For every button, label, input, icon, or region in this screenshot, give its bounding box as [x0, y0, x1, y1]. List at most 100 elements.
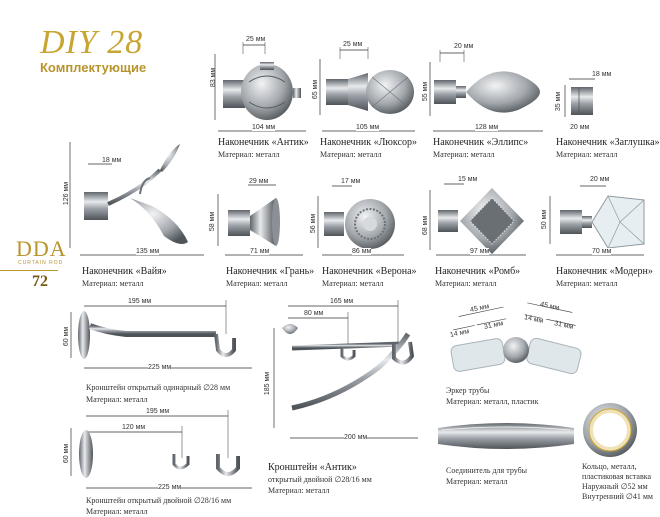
- lyuksor-material: Материал: металл: [320, 150, 382, 159]
- vaiya-length-dim: 135 мм: [136, 248, 160, 255]
- vaiya-caption: Наконечник «Вайя»: [82, 266, 167, 277]
- ellips-caption: Наконечник «Эллипс»: [433, 137, 529, 148]
- ring-caption: Кольцо, металл,: [582, 462, 637, 471]
- page-divider: [0, 270, 58, 271]
- verona-length-line: [322, 254, 404, 256]
- gran-length-dim: 71 мм: [250, 248, 270, 255]
- romb-length-dim: 97 мм: [470, 248, 490, 255]
- vaiya-length-line: [80, 254, 204, 256]
- bracket-single-image: [70, 300, 252, 369]
- bracket-single-bottom-dim: 225 мм: [148, 364, 172, 371]
- page-number: 72: [32, 273, 48, 290]
- ellips-material: Материал: металл: [433, 150, 495, 159]
- bracket-double-top-dim: 195 мм: [146, 408, 170, 415]
- modern-material: Материал: металл: [556, 279, 618, 288]
- bracket-double-material: Материал: металл: [86, 507, 148, 516]
- gran-height-dim: 58 мм: [209, 211, 217, 232]
- bracket-single-caption: Кронштейн открытый одинарный ∅28 мм: [86, 383, 231, 392]
- verona-finial-image: [317, 185, 395, 249]
- romb-width-dim: 15 мм: [458, 176, 478, 183]
- romb-finial-image: [429, 183, 524, 254]
- antik-length-dim: 104 мм: [252, 124, 276, 131]
- ellips-length-dim: 128 мм: [475, 124, 499, 131]
- bracket-double-bottom-dim: 225 мм: [158, 484, 182, 491]
- gran-caption: Наконечник «Грань»: [226, 266, 315, 277]
- bracket-antik-caption: Кронштейн «Антик»: [268, 462, 357, 473]
- brand-tagline: CURTAIN ROD: [18, 260, 64, 266]
- bracket-double-mid-dim: 120 мм: [122, 424, 146, 431]
- zaglushka-finial-image: [564, 78, 595, 117]
- ring-inner-diameter: Внутренний ∅41 мм: [582, 492, 653, 501]
- brand-logo: DDA: [16, 236, 67, 261]
- antik-height-dim: 83 мм: [210, 67, 218, 88]
- vaiya-width-dim: 18 мм: [102, 157, 122, 164]
- verona-material: Материал: металл: [322, 279, 384, 288]
- romb-material: Материал: металл: [435, 279, 497, 288]
- romb-caption: Наконечник «Ромб»: [435, 266, 521, 277]
- modern-height-dim: 50 мм: [541, 209, 549, 230]
- lyuksor-height-dim: 65 мм: [312, 79, 320, 100]
- lyuksor-finial-image: [319, 47, 414, 115]
- bracket-single-height-dim: 60 мм: [63, 326, 71, 347]
- verona-length-dim: 86 мм: [352, 248, 372, 255]
- connector-material: Материал: металл: [446, 477, 508, 486]
- bracket-antik-mid-dim: 80 мм: [304, 310, 324, 317]
- vaiya-finial-image: [69, 142, 188, 248]
- lyuksor-width-dim: 25 мм: [343, 41, 363, 48]
- zaglushka-material: Материал: металл: [556, 150, 618, 159]
- ring-caption2: пластиковая вставка: [582, 472, 652, 481]
- bracket-antik-height-dim: 185 мм: [264, 371, 272, 396]
- zaglushka-caption: Наконечник «Заглушка»: [556, 137, 660, 148]
- lyuksor-caption: Наконечник «Люксор»: [320, 137, 417, 148]
- modern-width-dim: 20 мм: [590, 176, 610, 183]
- gran-length-line: [225, 254, 303, 256]
- erker-caption: Эркер трубы: [446, 386, 490, 395]
- bracket-single-material: Материал: металл: [86, 395, 148, 404]
- vaiya-height-dim: 126 мм: [63, 181, 71, 206]
- modern-length-dim: 70 мм: [592, 248, 612, 255]
- ellips-finial-image: [429, 50, 540, 116]
- zaglushka-length-dim: 20 мм: [570, 124, 590, 131]
- bracket-antik-material: Материал: металл: [268, 486, 330, 495]
- ring-image: [583, 403, 637, 457]
- bracket-antik-top-dim: 165 мм: [330, 298, 354, 305]
- bracket-double-image: [70, 410, 252, 489]
- lyuksor-length-dim: 105 мм: [356, 124, 380, 131]
- zaglushka-height-dim: 35 мм: [555, 91, 563, 112]
- ring-outer-diameter: Наружный ∅52 мм: [582, 482, 648, 491]
- verona-width-dim: 17 мм: [341, 178, 361, 185]
- modern-caption: Наконечник «Модерн»: [556, 266, 653, 277]
- gran-width-dim: 29 мм: [249, 178, 269, 185]
- bracket-antik-bottom-dim: 200 мм: [344, 434, 368, 441]
- ellips-height-dim: 55 мм: [422, 81, 430, 102]
- antik-length-line: [218, 130, 306, 132]
- modern-finial-image: [549, 185, 645, 249]
- antik-material: Материал: металл: [218, 150, 280, 159]
- modern-length-line: [556, 254, 644, 256]
- page-title: DIY 28: [40, 24, 144, 61]
- erker-image: [450, 302, 582, 375]
- antik-width-dim: 25 мм: [246, 36, 266, 43]
- vaiya-material: Материал: металл: [82, 279, 144, 288]
- bracket-antik-image: [273, 300, 418, 439]
- verona-caption: Наконечник «Верона»: [322, 266, 417, 277]
- page-subtitle: Комплектующие: [40, 60, 147, 75]
- erker-material: Материал: металл, пластик: [446, 397, 539, 406]
- romb-height-dim: 68 мм: [422, 215, 430, 236]
- antik-finial-image: [214, 42, 301, 120]
- bracket-antik-caption2: открытый двойной ∅28/16 мм: [268, 475, 372, 484]
- bracket-single-top-dim: 195 мм: [128, 298, 152, 305]
- connector-image: [438, 423, 574, 449]
- ellips-width-dim: 20 мм: [454, 43, 474, 50]
- connector-caption: Соединитель для трубы: [446, 466, 528, 475]
- ellips-length-line: [433, 130, 543, 132]
- gran-material: Материал: металл: [226, 279, 288, 288]
- verona-height-dim: 56 мм: [310, 213, 318, 234]
- romb-length-line: [436, 254, 526, 256]
- bracket-double-height-dim: 60 мм: [63, 443, 71, 464]
- gran-finial-image: [217, 184, 280, 246]
- zaglushka-width-dim: 18 мм: [592, 71, 612, 78]
- antik-caption: Наконечник «Антик»: [218, 137, 309, 148]
- lyuksor-length-line: [322, 130, 415, 132]
- bracket-double-caption: Кронштейн открытый двойной ∅28/16 мм: [86, 496, 232, 505]
